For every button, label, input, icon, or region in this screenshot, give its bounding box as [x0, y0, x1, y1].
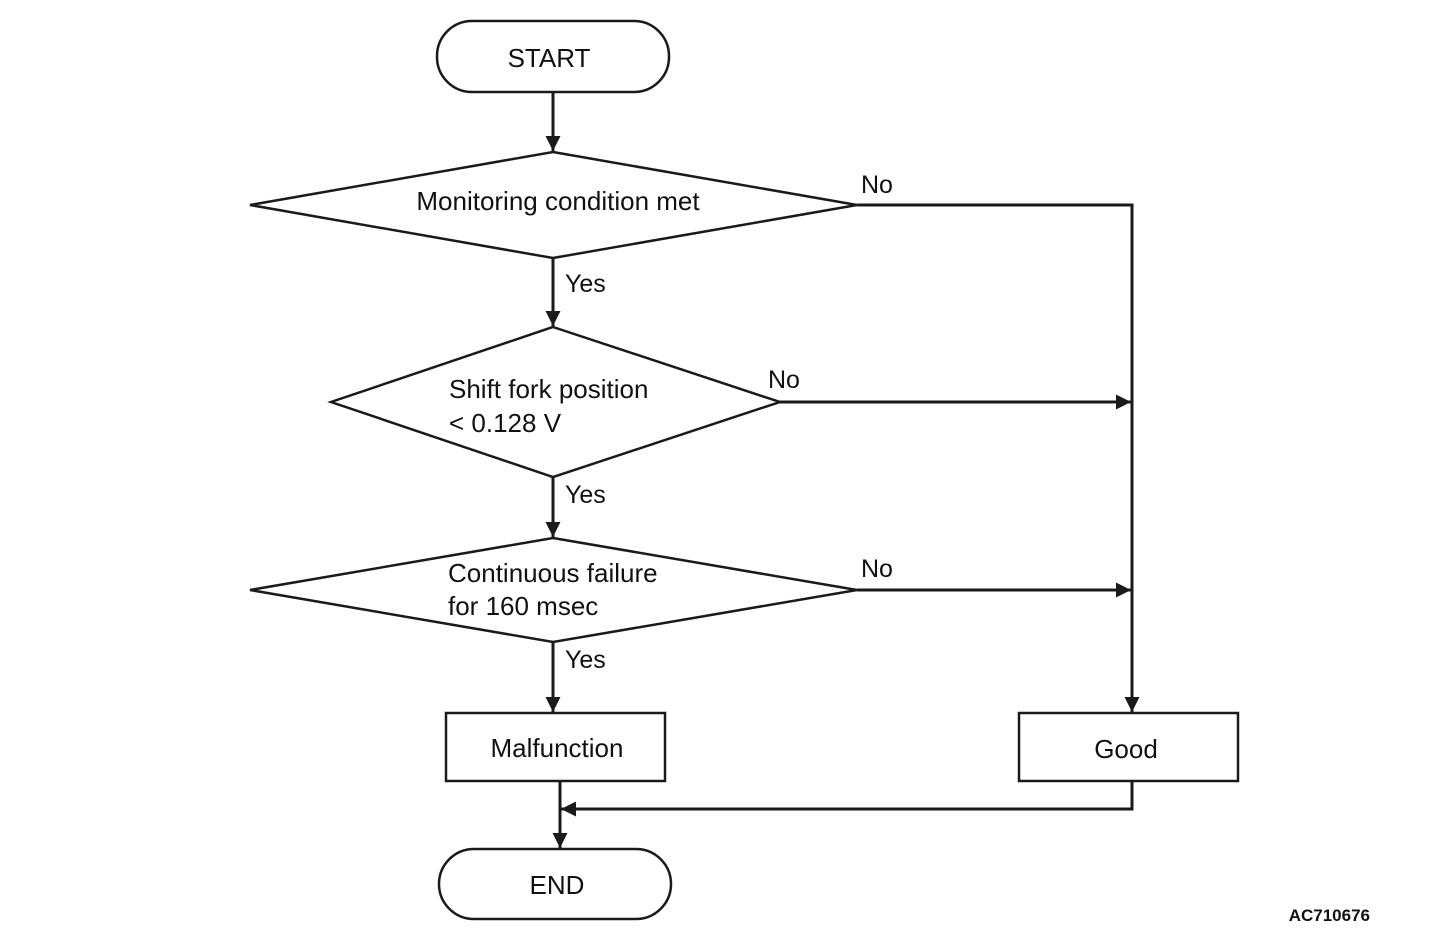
good-label: Good: [1094, 734, 1158, 764]
decision-shift-fork-position-line2: < 0.128 V: [449, 408, 562, 438]
decision-shift-fork-position-line1: Shift fork position: [449, 374, 648, 404]
decision1-yes-label: Yes: [565, 270, 606, 298]
decision2-no-label: No: [768, 366, 800, 394]
decision-continuous-failure-line2: for 160 msec: [448, 591, 598, 621]
decision-continuous-failure: Continuous failure for 160 msec: [249, 536, 858, 644]
decision2-yes-label: Yes: [565, 481, 606, 509]
malfunction-box: Malfunction: [444, 711, 667, 783]
decision3-no-label: No: [861, 555, 893, 583]
reference-code: AC710676: [1289, 906, 1370, 925]
decision-shift-fork-position: Shift fork position < 0.128 V: [327, 325, 784, 479]
decision1-no-label: No: [861, 171, 893, 199]
decision-monitoring-condition-label: Monitoring condition met: [416, 186, 700, 216]
decision-monitoring-condition: Monitoring condition met: [249, 150, 858, 260]
malfunction-label: Malfunction: [491, 733, 624, 763]
start-terminal: START: [435, 19, 671, 94]
edge-good-to-merge: [561, 781, 1134, 817]
end-terminal: END: [437, 847, 673, 921]
good-box: Good: [1017, 711, 1240, 783]
edge-decision1-no: [857, 203, 1140, 712]
start-label: START: [508, 43, 591, 73]
end-label: END: [530, 870, 585, 900]
connectors: [545, 92, 1140, 848]
decision3-yes-label: Yes: [565, 646, 606, 674]
decision-continuous-failure-line1: Continuous failure: [448, 558, 658, 588]
